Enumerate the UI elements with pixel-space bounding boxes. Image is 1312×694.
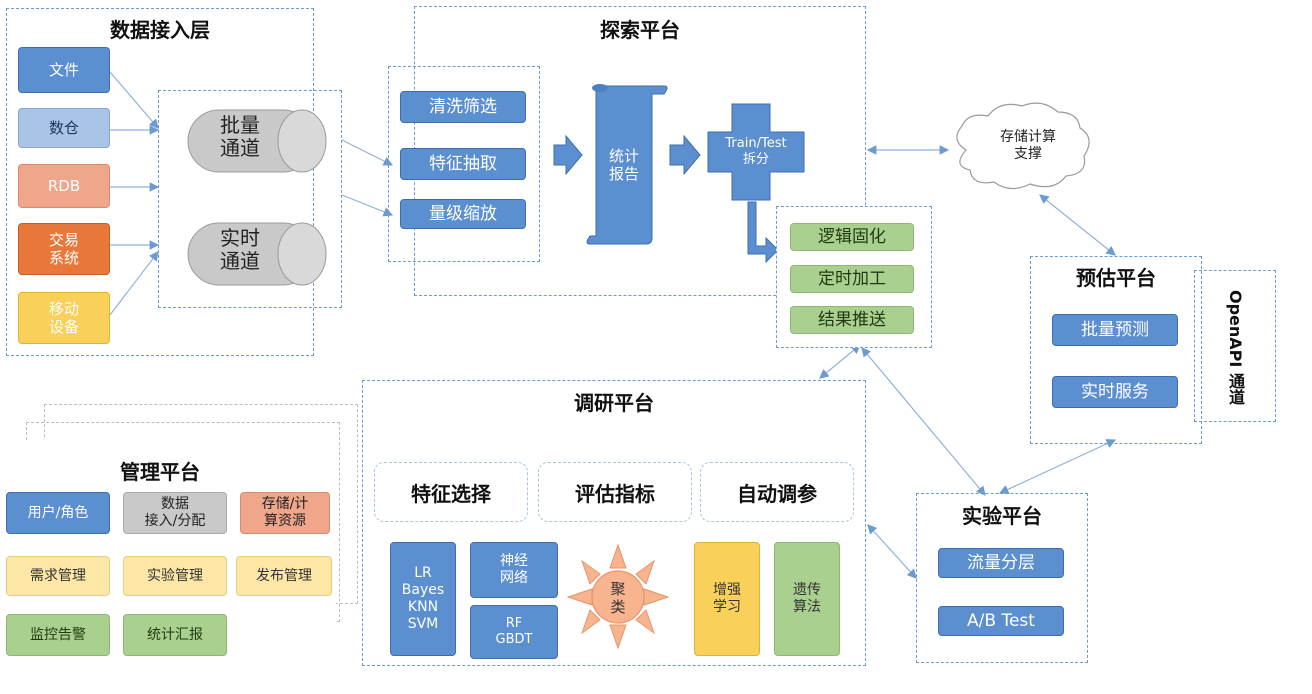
manage-experiments[interactable]: 实验管理: [123, 556, 227, 596]
predict-realtime-service[interactable]: 实时服务: [1052, 376, 1178, 408]
research-title: 调研平台: [574, 391, 654, 415]
algo-genetic-algorithm[interactable]: 遗传 算法: [774, 542, 840, 656]
predict-panel: [1030, 256, 1202, 444]
source-warehouse[interactable]: 数仓: [18, 108, 110, 148]
output-scheduled-process[interactable]: 定时加工: [790, 265, 914, 293]
manage-releases[interactable]: 发布管理: [236, 556, 332, 596]
algo-clustering[interactable]: 聚 类: [610, 580, 626, 616]
openapi-label: OpenAPI 通道: [1226, 289, 1245, 405]
data-layer-panel: [6, 8, 314, 356]
batch-channel-cylinder: [187, 109, 327, 173]
manage-monitoring-alerts[interactable]: 监控告警: [6, 614, 110, 656]
experiment-ab-test[interactable]: A/B Test: [938, 606, 1064, 636]
algo-neural-network[interactable]: 神经 网络: [470, 542, 558, 598]
step-scaling[interactable]: 量级缩放: [400, 199, 526, 229]
algo-linear-models[interactable]: LR Bayes KNN SVM: [390, 542, 456, 656]
manage-data-access[interactable]: 数据 接入/分配: [123, 492, 227, 534]
stat-report-label: 统计 报告: [608, 147, 639, 183]
preprocess-group: [388, 66, 540, 262]
explore-title: 探索平台: [600, 18, 680, 42]
channel-group: [158, 90, 342, 308]
source-rdb[interactable]: RDB: [18, 164, 110, 208]
research-panel: [362, 380, 866, 666]
research-auto-tuning[interactable]: 自动调参: [700, 462, 854, 522]
step-feature-extraction[interactable]: 特征抽取: [400, 148, 526, 180]
output-logic-solidify[interactable]: 逻辑固化: [790, 223, 914, 251]
manage-storage-compute[interactable]: 存储/计 算资源: [240, 492, 330, 534]
realtime-channel-cylinder: [187, 222, 327, 286]
openapi-panel: [1194, 270, 1276, 422]
manage-statistics-report[interactable]: 统计汇报: [123, 614, 227, 656]
manage-requirements[interactable]: 需求管理: [6, 556, 110, 596]
algo-tree-models[interactable]: RF GBDT: [470, 605, 558, 659]
experiment-title: 实验平台: [962, 504, 1042, 528]
predict-title: 预估平台: [1076, 266, 1156, 290]
data-layer-title: 数据接入层: [110, 18, 210, 42]
source-mobile-device[interactable]: 移动 设备: [18, 292, 110, 344]
algo-reinforcement-learning[interactable]: 增强 学习: [694, 542, 760, 656]
research-eval-metrics[interactable]: 评估指标: [538, 462, 692, 522]
research-feature-selection[interactable]: 特征选择: [374, 462, 528, 522]
batch-channel-label: 批量 通道: [220, 113, 260, 160]
train-test-split-label: Train/Test 拆分: [725, 135, 787, 167]
experiment-panel: [916, 493, 1088, 663]
manage-users-roles[interactable]: 用户/角色: [6, 492, 110, 534]
realtime-channel-label: 实时 通道: [220, 226, 260, 273]
predict-batch[interactable]: 批量预测: [1052, 314, 1178, 346]
manage-title: 管理平台: [120, 460, 200, 484]
output-result-push[interactable]: 结果推送: [790, 306, 914, 334]
storage-compute-label: 存储计算 支撑: [1000, 129, 1056, 162]
step-cleaning[interactable]: 清洗筛选: [400, 91, 526, 123]
source-trading-system[interactable]: 交易 系统: [18, 223, 110, 275]
source-file[interactable]: 文件: [18, 47, 110, 93]
experiment-traffic-layering[interactable]: 流量分层: [938, 548, 1064, 578]
